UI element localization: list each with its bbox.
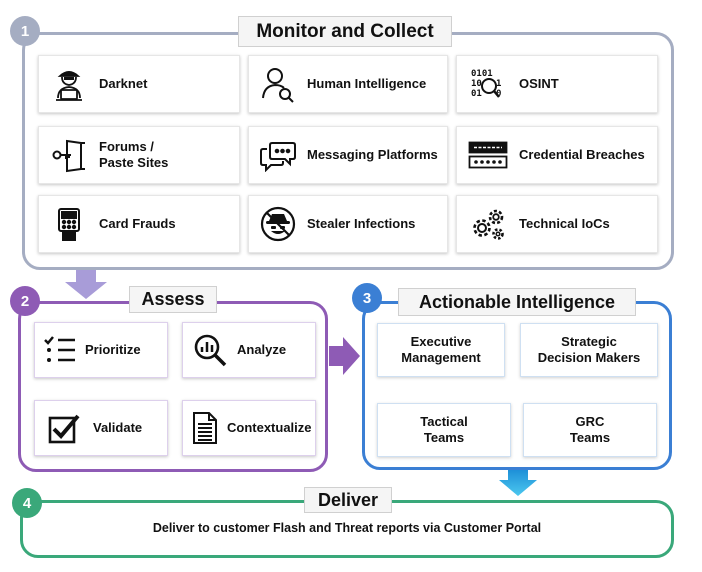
card-terminal-icon xyxy=(39,207,99,241)
card-card-frauds-label: Card Frauds xyxy=(99,216,176,231)
step-1-badge: 1 xyxy=(10,16,40,46)
card-contextualize: Contextualize xyxy=(182,400,316,456)
card-grc-teams: GRC Teams xyxy=(523,403,657,457)
card-technical-iocs-label: Technical IoCs xyxy=(519,216,610,231)
card-messaging-platforms-label: Messaging Platforms xyxy=(307,147,438,162)
card-prioritize: Prioritize xyxy=(34,322,168,378)
document-icon xyxy=(183,411,227,445)
card-credential-breaches-label: Credential Breaches xyxy=(519,147,645,162)
card-darknet-label: Darknet xyxy=(99,76,148,91)
card-credential-breaches: Credential Breaches xyxy=(456,126,658,184)
card-osint-label: OSINT xyxy=(519,76,559,91)
binary-magnifier-icon: 0101 10 1 01 0 xyxy=(457,67,519,101)
card-human-intelligence-label: Human Intelligence xyxy=(307,76,427,91)
arrow-assess-to-actionable xyxy=(329,337,360,375)
card-analyze: Analyze xyxy=(182,322,316,378)
step-4-badge: 4 xyxy=(12,488,42,518)
hacker-laptop-icon xyxy=(39,66,99,102)
card-strategic-decision-makers: Strategic Decision Makers xyxy=(520,323,658,377)
key-door-icon xyxy=(39,137,99,173)
chart-magnifier-icon xyxy=(183,333,237,367)
card-validate: Validate xyxy=(34,400,168,456)
card-osint: 0101 10 1 01 0 OSINT xyxy=(456,55,658,113)
card-tactical-teams: Tactical Teams xyxy=(377,403,511,457)
card-forums-paste-sites-label: Forums / Paste Sites xyxy=(99,139,169,170)
gears-icon xyxy=(457,206,519,242)
person-search-icon xyxy=(249,65,307,103)
deliver-title: Deliver xyxy=(304,487,392,513)
card-forums-paste-sites: Forums / Paste Sites xyxy=(38,126,240,184)
card-stealer-infections: Stealer Infections xyxy=(248,195,448,253)
spy-icon xyxy=(249,206,307,242)
card-human-intelligence: Human Intelligence xyxy=(248,55,448,113)
assess-title: Assess xyxy=(129,286,217,313)
card-technical-iocs: Technical IoCs xyxy=(456,195,658,253)
card-contextualize-label: Contextualize xyxy=(227,420,312,435)
deliver-text: Deliver to customer Flash and Threat rep… xyxy=(152,521,542,535)
svg-text:0: 0 xyxy=(496,89,501,99)
step-3-badge: 3 xyxy=(352,283,382,313)
card-executive-management: Executive Management xyxy=(377,323,505,377)
username-password-icon xyxy=(457,141,519,169)
svg-text:01: 01 xyxy=(471,89,482,99)
checkbox-icon xyxy=(35,412,93,444)
svg-text:1: 1 xyxy=(496,79,501,89)
svg-text:10: 10 xyxy=(471,79,482,89)
monitor-collect-title: Monitor and Collect xyxy=(238,16,452,47)
card-stealer-infections-label: Stealer Infections xyxy=(307,216,416,231)
card-darknet: Darknet xyxy=(38,55,240,113)
card-card-frauds: Card Frauds xyxy=(38,195,240,253)
card-validate-label: Validate xyxy=(93,420,143,435)
step-2-badge: 2 xyxy=(10,286,40,316)
chat-bubbles-icon xyxy=(249,138,307,172)
card-messaging-platforms: Messaging Platforms xyxy=(248,126,448,184)
card-analyze-label: Analyze xyxy=(237,342,287,357)
actionable-title: Actionable Intelligence xyxy=(398,288,636,316)
svg-text:0101: 0101 xyxy=(471,69,493,79)
arrow-monitor-to-assess xyxy=(65,270,107,299)
arrow-actionable-to-deliver xyxy=(499,470,537,496)
checklist-icon xyxy=(35,335,85,365)
card-prioritize-label: Prioritize xyxy=(85,342,141,357)
